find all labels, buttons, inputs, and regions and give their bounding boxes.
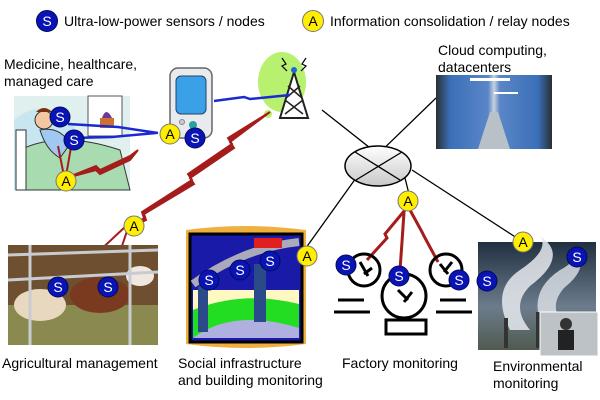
- sensor-node[interactable]: S: [198, 269, 220, 291]
- sensor-node[interactable]: S: [63, 129, 85, 151]
- legend-sensor: S Ultra-low-power sensors / nodes: [36, 10, 265, 32]
- svg-text:S: S: [394, 268, 403, 284]
- svg-text:A: A: [61, 173, 71, 189]
- datacenter-photo: [436, 75, 552, 149]
- label-agriculture: Agricultural management: [2, 355, 158, 371]
- nodes: S S A A S A S S S S S A A S S S A S S: [47, 106, 588, 298]
- svg-text:S: S: [454, 272, 463, 288]
- legend-sensor-label: Ultra-low-power sensors / nodes: [64, 13, 265, 29]
- cell-tower-icon: [258, 52, 310, 119]
- relay-node[interactable]: A: [55, 170, 77, 192]
- label-medicine-line2: managed care: [4, 73, 94, 89]
- label-cloud-line1: Cloud computing,: [438, 42, 547, 58]
- label-infrastructure-line2: and building monitoring: [178, 372, 323, 388]
- sensor-node[interactable]: S: [97, 276, 119, 298]
- label-medicine-line1: Medicine, healthcare,: [4, 56, 138, 72]
- label-environment-line1: Environmental: [493, 358, 583, 374]
- svg-text:S: S: [204, 272, 213, 288]
- svg-text:S: S: [265, 253, 274, 269]
- svg-text:A: A: [129, 218, 139, 234]
- label-infrastructure: Social infrastructure and building monit…: [178, 355, 323, 389]
- relay-node[interactable]: A: [512, 231, 534, 253]
- svg-text:A: A: [302, 248, 312, 264]
- sensor-node[interactable]: S: [259, 250, 281, 272]
- label-environment: Environmental monitoring: [493, 358, 583, 392]
- wired-links: [302, 97, 521, 253]
- sensor-node[interactable]: S: [49, 106, 71, 128]
- label-medicine: Medicine, healthcare, managed care: [4, 56, 137, 90]
- legend-relay-label: Information consolidation / relay nodes: [330, 13, 570, 29]
- sensor-node[interactable]: S: [184, 127, 206, 149]
- relay-node[interactable]: A: [123, 215, 145, 237]
- pda-device-icon: [169, 67, 213, 139]
- svg-text:S: S: [482, 273, 491, 289]
- sensor-node[interactable]: S: [388, 265, 410, 287]
- svg-text:S: S: [341, 257, 350, 273]
- svg-text:S: S: [55, 109, 64, 125]
- healthcare-illustration: [14, 95, 131, 191]
- relay-node-icon: A: [302, 10, 324, 32]
- sensor-node-icon: S: [36, 10, 58, 32]
- label-environment-line2: monitoring: [493, 375, 559, 391]
- svg-text:S: S: [69, 132, 78, 148]
- sensor-node[interactable]: S: [566, 246, 588, 268]
- svg-text:S: S: [572, 249, 581, 265]
- relay-node[interactable]: A: [397, 190, 419, 212]
- agriculture-photo: [7, 245, 159, 345]
- wireless-links-blue: [67, 93, 291, 140]
- svg-text:A: A: [518, 234, 528, 250]
- svg-text:S: S: [103, 279, 112, 295]
- sensor-node[interactable]: S: [476, 270, 498, 292]
- sensor-node[interactable]: S: [448, 269, 470, 291]
- svg-text:A: A: [165, 126, 175, 142]
- label-factory-line1: Factory monitoring: [342, 355, 458, 371]
- label-cloud: Cloud computing, datacenters: [438, 42, 547, 76]
- relay-node[interactable]: A: [296, 245, 318, 267]
- label-infrastructure-line1: Social infrastructure: [178, 355, 302, 371]
- sensor-node[interactable]: S: [47, 276, 69, 298]
- svg-text:S: S: [190, 130, 199, 146]
- relay-node[interactable]: A: [159, 123, 181, 145]
- svg-text:A: A: [403, 193, 413, 209]
- svg-text:S: S: [235, 262, 244, 278]
- svg-text:S: S: [53, 279, 62, 295]
- network-hub-icon[interactable]: [344, 145, 412, 187]
- sensor-node[interactable]: S: [335, 254, 357, 276]
- label-agriculture-line1: Agricultural management: [2, 355, 158, 371]
- legend-relay: A Information consolidation / relay node…: [302, 10, 570, 32]
- label-factory: Factory monitoring: [342, 355, 458, 371]
- sensor-node[interactable]: S: [229, 259, 251, 281]
- label-cloud-line2: datacenters: [438, 59, 512, 75]
